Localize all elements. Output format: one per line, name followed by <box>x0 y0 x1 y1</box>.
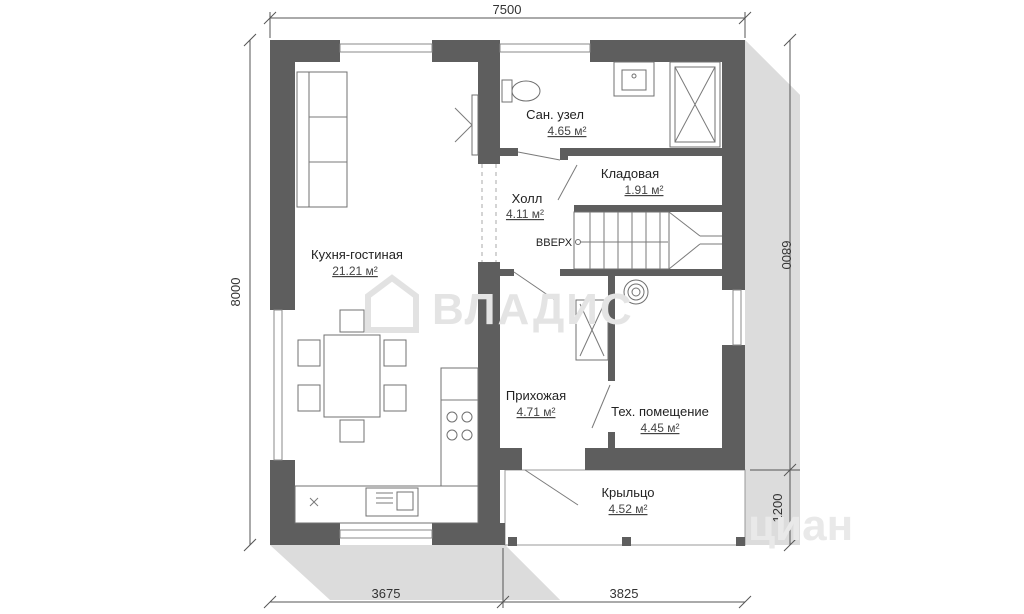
watermark-logo <box>365 274 419 333</box>
door-leaf <box>524 469 579 506</box>
room-name-porch: Крыльцо <box>601 485 654 500</box>
chair <box>339 309 365 333</box>
watermark-main: ВЛАДИС <box>432 285 634 334</box>
stove-burner <box>446 411 458 423</box>
dim-bottom-right: 3825 <box>610 586 639 601</box>
wall-interior <box>478 62 500 164</box>
room-name-bathroom: Сан. узел <box>526 107 584 122</box>
stove-burner <box>461 429 473 441</box>
wall-interior <box>500 269 514 276</box>
stove-burner <box>446 429 458 441</box>
dimension-lines <box>243 11 800 609</box>
wall-interior <box>560 148 722 156</box>
dining-table <box>323 334 381 418</box>
wall-interior <box>574 205 722 212</box>
watermark-corner: циан <box>748 501 853 550</box>
room-area-storage: 1.91 м² <box>625 183 664 197</box>
porch-column <box>622 537 631 546</box>
toilet-icon <box>511 80 541 102</box>
wall-interior <box>560 269 722 276</box>
wall-top <box>432 40 500 62</box>
wall-interior <box>478 262 500 523</box>
chair <box>297 384 321 412</box>
window <box>339 43 433 53</box>
door-leaf <box>591 384 611 429</box>
room-area-bathroom: 4.65 м² <box>548 124 587 138</box>
window <box>732 289 742 346</box>
wall-interior <box>608 432 615 448</box>
building-shadow-side <box>270 545 560 600</box>
room-name-hall: Холл <box>512 191 543 206</box>
chair <box>297 339 321 367</box>
wall-top <box>270 40 340 62</box>
toilet-tank <box>501 79 513 103</box>
window <box>499 43 591 53</box>
room-name-storage: Кладовая <box>601 166 659 181</box>
wall-bottom <box>432 523 505 545</box>
wall-interior <box>560 148 568 160</box>
stairs-label: ВВЕРХ <box>536 237 573 249</box>
wall-interior <box>608 276 615 381</box>
door-leaf <box>517 151 561 161</box>
room-area-porch: 4.52 м² <box>609 502 648 516</box>
door-panel <box>471 94 479 156</box>
dim-top-width: 7500 <box>493 2 522 17</box>
room-name-tech: Тех. помещение <box>611 404 709 419</box>
kitchen-counter <box>440 367 479 487</box>
dim-right-porch: 1200 <box>770 494 785 523</box>
dim-left-height: 8000 <box>228 278 243 307</box>
door-leaf <box>557 164 578 201</box>
wall-left-upper <box>270 40 295 310</box>
door-leaf <box>513 271 556 301</box>
window <box>273 309 283 461</box>
porch-column <box>736 537 745 546</box>
wall-bottom-right <box>585 448 745 470</box>
room-area-kitchen: 21.21 м² <box>332 264 378 278</box>
staircase <box>573 211 722 270</box>
room-area-hall: 4.11 м² <box>506 207 544 221</box>
room-area-tech: 4.45 м² <box>641 421 680 435</box>
chair <box>383 339 407 367</box>
wall-interior <box>500 148 518 156</box>
room-name-entrance: Прихожая <box>506 388 566 403</box>
porch-column <box>508 537 517 546</box>
wall-right-upper <box>722 40 745 290</box>
window <box>339 529 433 539</box>
wall-right-lower <box>722 345 745 470</box>
wall-entry <box>500 448 522 470</box>
porch-slab <box>504 469 746 546</box>
room-name-kitchen: Кухня-гостиная <box>311 247 403 262</box>
wall-bottom <box>270 523 340 545</box>
building-shadow-right <box>745 40 800 470</box>
chair <box>339 419 365 443</box>
room-area-entrance: 4.71 м² <box>517 405 556 419</box>
dim-bottom-left: 3675 <box>372 586 401 601</box>
stove-burner <box>461 411 473 423</box>
dim-right-height: 6800 <box>779 241 794 270</box>
chair <box>383 384 407 412</box>
wall-top <box>590 40 745 62</box>
